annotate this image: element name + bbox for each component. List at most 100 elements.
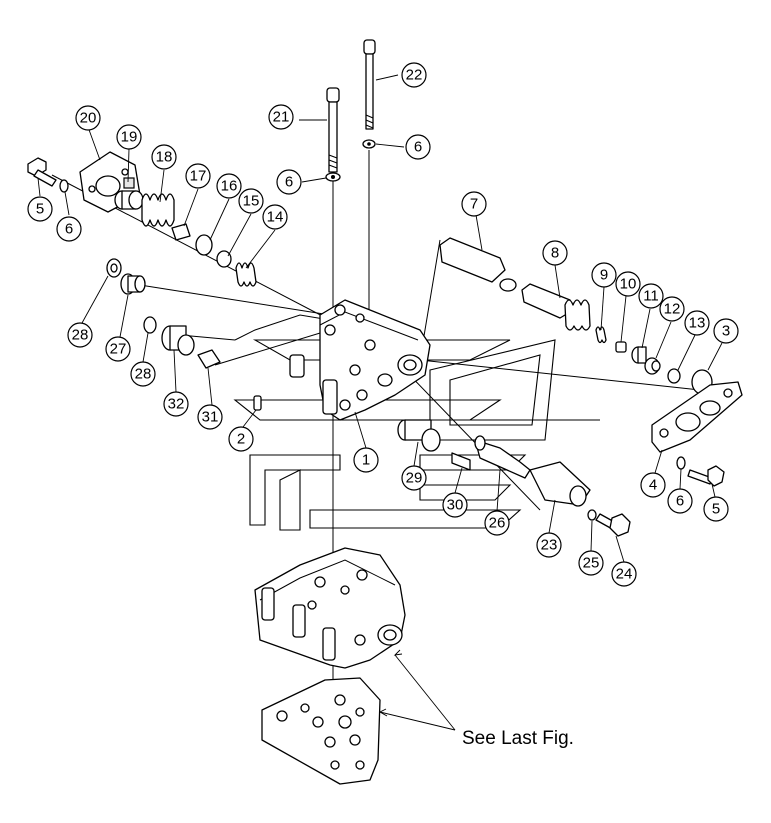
callout-16: 16 xyxy=(216,173,242,199)
callout-4-label: 4 xyxy=(649,477,657,494)
callout-12-label: 12 xyxy=(664,301,681,318)
spool-8 xyxy=(521,283,591,331)
spacer-10 xyxy=(615,341,627,353)
callout-6-bolt-right: 6 xyxy=(405,134,431,160)
washer-6-right-cover xyxy=(676,456,686,470)
callout-6-top-left: 6 xyxy=(56,216,82,242)
plug-11 xyxy=(631,346,647,364)
bolt-22 xyxy=(363,39,376,130)
ring-15 xyxy=(216,250,232,268)
callout-15: 15 xyxy=(238,188,264,214)
callout-30: 30 xyxy=(442,492,468,518)
shim-17 xyxy=(171,223,191,241)
callout-5-top-left: 5 xyxy=(27,196,53,222)
callout-1-label: 1 xyxy=(362,452,370,469)
valve-body-lower xyxy=(254,547,406,669)
callout-3-label: 3 xyxy=(722,323,730,340)
bolt-24 xyxy=(595,513,631,537)
callout-18: 18 xyxy=(151,144,177,170)
ring-13 xyxy=(667,368,681,384)
fitting-30 xyxy=(451,452,471,471)
callout-21: 21 xyxy=(268,104,294,130)
callout-27: 27 xyxy=(105,336,131,362)
callout-3: 3 xyxy=(713,318,739,344)
callout-8: 8 xyxy=(542,240,568,266)
callout-11-label: 11 xyxy=(643,288,659,305)
callout-17: 17 xyxy=(185,163,211,189)
callout-9: 9 xyxy=(591,262,617,288)
shim-31 xyxy=(197,349,221,369)
callout-28-left: 28 xyxy=(67,322,93,348)
callout-28-lower-label: 28 xyxy=(135,366,152,383)
callout-6-right-label: 6 xyxy=(676,493,684,510)
valve-26 xyxy=(474,435,531,479)
callout-19-label: 19 xyxy=(121,129,138,146)
callout-19: 19 xyxy=(116,124,142,150)
see-last-fig-note: See Last Fig. xyxy=(462,728,574,749)
callout-26-label: 26 xyxy=(489,515,506,532)
callout-31: 31 xyxy=(197,404,223,430)
callout-leaders xyxy=(37,74,723,563)
plug-12 xyxy=(644,357,661,375)
callout-13-label: 13 xyxy=(689,315,706,332)
callout-6-top-left-label: 6 xyxy=(65,221,73,238)
callout-20-label: 20 xyxy=(80,110,97,127)
seal-28-lower xyxy=(143,316,157,334)
callout-17-label: 17 xyxy=(190,168,207,185)
callout-6-right: 6 xyxy=(667,488,693,514)
spool-7 xyxy=(439,237,517,292)
callout-25: 25 xyxy=(578,550,604,576)
callout-13: 13 xyxy=(684,310,710,336)
callout-24: 24 xyxy=(611,561,637,587)
callout-6-bolt-left-label: 6 xyxy=(285,174,293,191)
callout-29: 29 xyxy=(401,465,427,491)
callout-32: 32 xyxy=(163,391,189,417)
callout-32-label: 32 xyxy=(168,396,185,413)
callout-28-left-label: 28 xyxy=(72,327,89,344)
pin-2 xyxy=(253,395,262,411)
washer-25 xyxy=(587,509,597,521)
callout-11: 11 xyxy=(638,283,664,309)
callout-4: 4 xyxy=(640,472,666,498)
callout-5-top-left-label: 5 xyxy=(36,201,44,218)
callout-25-label: 25 xyxy=(583,555,600,572)
callout-5-right: 5 xyxy=(703,496,729,522)
base-plate xyxy=(261,677,381,785)
callout-10-label: 10 xyxy=(620,276,637,293)
callout-26: 26 xyxy=(484,510,510,536)
sleeve-23 xyxy=(529,461,591,507)
bolt-21 xyxy=(326,87,340,173)
bolt-5-left xyxy=(27,157,57,187)
cover-4 xyxy=(651,381,743,453)
callout-14: 14 xyxy=(262,204,288,230)
callout-30-label: 30 xyxy=(447,497,464,514)
spring-9 xyxy=(595,326,607,344)
note-leaders xyxy=(379,649,456,731)
callout-1: 1 xyxy=(353,447,379,473)
callout-7-label: 7 xyxy=(470,196,478,213)
callout-18-label: 18 xyxy=(156,149,173,166)
callout-22-label: 22 xyxy=(406,67,423,84)
callout-23-label: 23 xyxy=(541,537,558,554)
fitting-27 xyxy=(120,273,146,295)
plug-32 xyxy=(161,325,195,356)
callout-22: 22 xyxy=(401,62,427,88)
callout-10: 10 xyxy=(615,271,641,297)
bolt-5-right xyxy=(687,465,725,487)
callout-21-label: 21 xyxy=(273,109,290,126)
callout-20: 20 xyxy=(75,105,101,131)
callout-16-label: 16 xyxy=(221,178,238,195)
ring-16 xyxy=(195,234,213,256)
callout-14-label: 14 xyxy=(267,209,284,226)
callout-2: 2 xyxy=(228,426,254,452)
callout-6-bolt-right-label: 6 xyxy=(414,139,422,156)
callout-24-label: 24 xyxy=(616,566,633,583)
callout-15-label: 15 xyxy=(243,193,260,210)
callout-28-lower: 28 xyxy=(130,361,156,387)
callout-29-label: 29 xyxy=(406,470,423,487)
callout-12: 12 xyxy=(659,296,685,322)
callout-23: 23 xyxy=(536,532,562,558)
valve-body-upper xyxy=(289,299,431,421)
callout-7: 7 xyxy=(461,191,487,217)
